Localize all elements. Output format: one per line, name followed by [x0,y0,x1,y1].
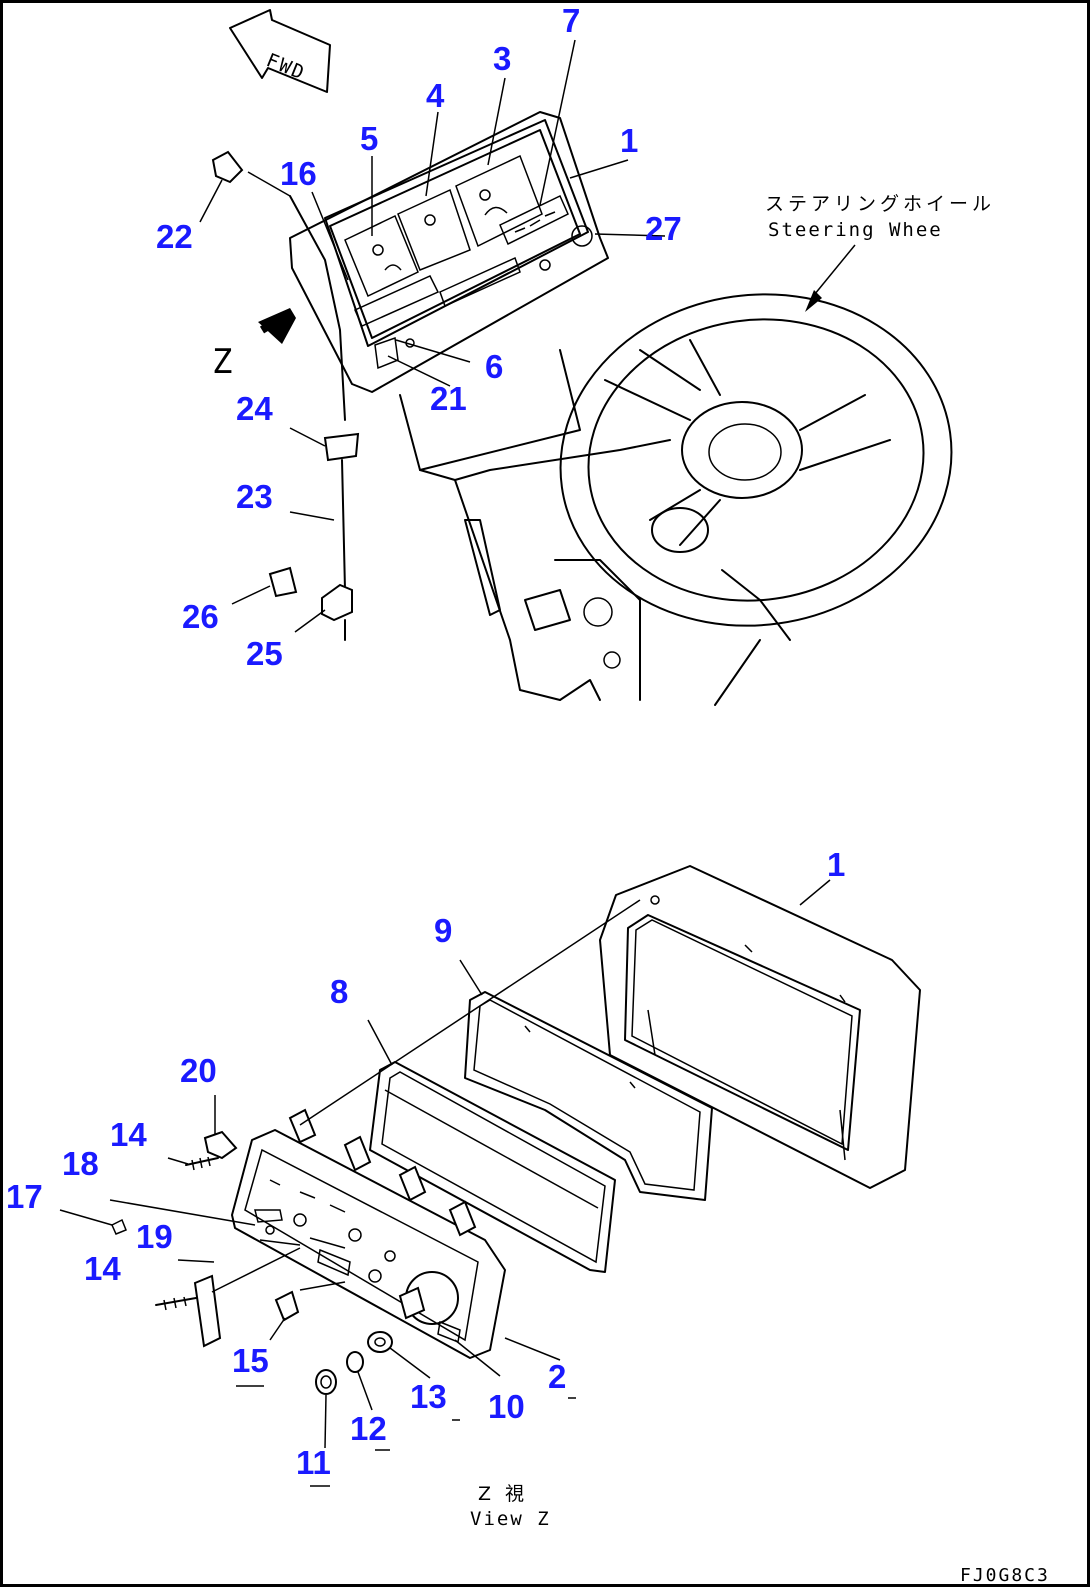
cable-assembly [211,150,360,641]
callout-3: 3 [493,40,511,77]
callout-24: 24 [236,390,273,427]
steering-wheel [559,293,953,706]
view-arrow-icon [258,308,296,344]
callout-5: 5 [360,120,378,157]
steering-column [399,349,671,701]
drawing-code: FJ0G8C3 [960,1565,1050,1586]
callout-6: 6 [485,348,503,385]
callout-21: 21 [430,380,467,417]
callout-26: 26 [182,598,219,635]
fwd-arrow-icon: FWD [229,9,331,93]
callout-16: 16 [280,155,317,192]
callout-4: 4 [426,77,445,114]
callout-2: 2 [548,1358,566,1395]
gasket-part-9 [464,991,713,1201]
callout-9: 9 [434,912,452,949]
view-caption-jp: Z 視 [478,1483,528,1505]
callout-25: 25 [246,635,283,672]
callout-1-bottom: 1 [827,846,845,883]
view-caption: View Z [470,1508,551,1530]
steering-wheel-label-jp: ステアリングホイール [765,193,995,215]
callout-17: 17 [6,1178,43,1215]
callout-14-bottom: 14 [84,1250,121,1287]
callout-11: 11 [296,1444,331,1481]
meter-board-part-2 [231,1108,506,1359]
view-letter-z: Z [212,342,234,382]
leader-lines-top [199,39,666,633]
callout-18: 18 [62,1145,99,1182]
small-parts [111,1130,393,1395]
callout-1-top: 1 [620,122,638,159]
callout-15: 15 [232,1342,269,1379]
fwd-label: FWD [263,49,309,85]
callout-12: 12 [350,1410,387,1447]
leader-lines-bottom [59,879,831,1487]
housing-part-1 [599,865,921,1189]
callout-14-top: 14 [110,1116,147,1153]
callout-13: 13 [410,1378,447,1415]
callout-23: 23 [236,478,273,515]
callout-22: 22 [156,218,193,255]
callout-27: 27 [645,210,682,247]
steering-wheel-label: Steering Whee [768,219,943,241]
callout-numbers: 7 3 4 1 5 16 22 27 6 21 24 23 26 25 1 9 … [6,2,845,1481]
callout-8: 8 [330,973,348,1010]
lens-part-8 [369,1061,616,1273]
callout-10: 10 [488,1388,525,1425]
instrument-panel-top [289,111,609,393]
callout-7: 7 [562,2,580,39]
callout-19: 19 [136,1218,173,1255]
leader-arrow-icon [805,290,822,312]
callout-20: 20 [180,1052,217,1089]
